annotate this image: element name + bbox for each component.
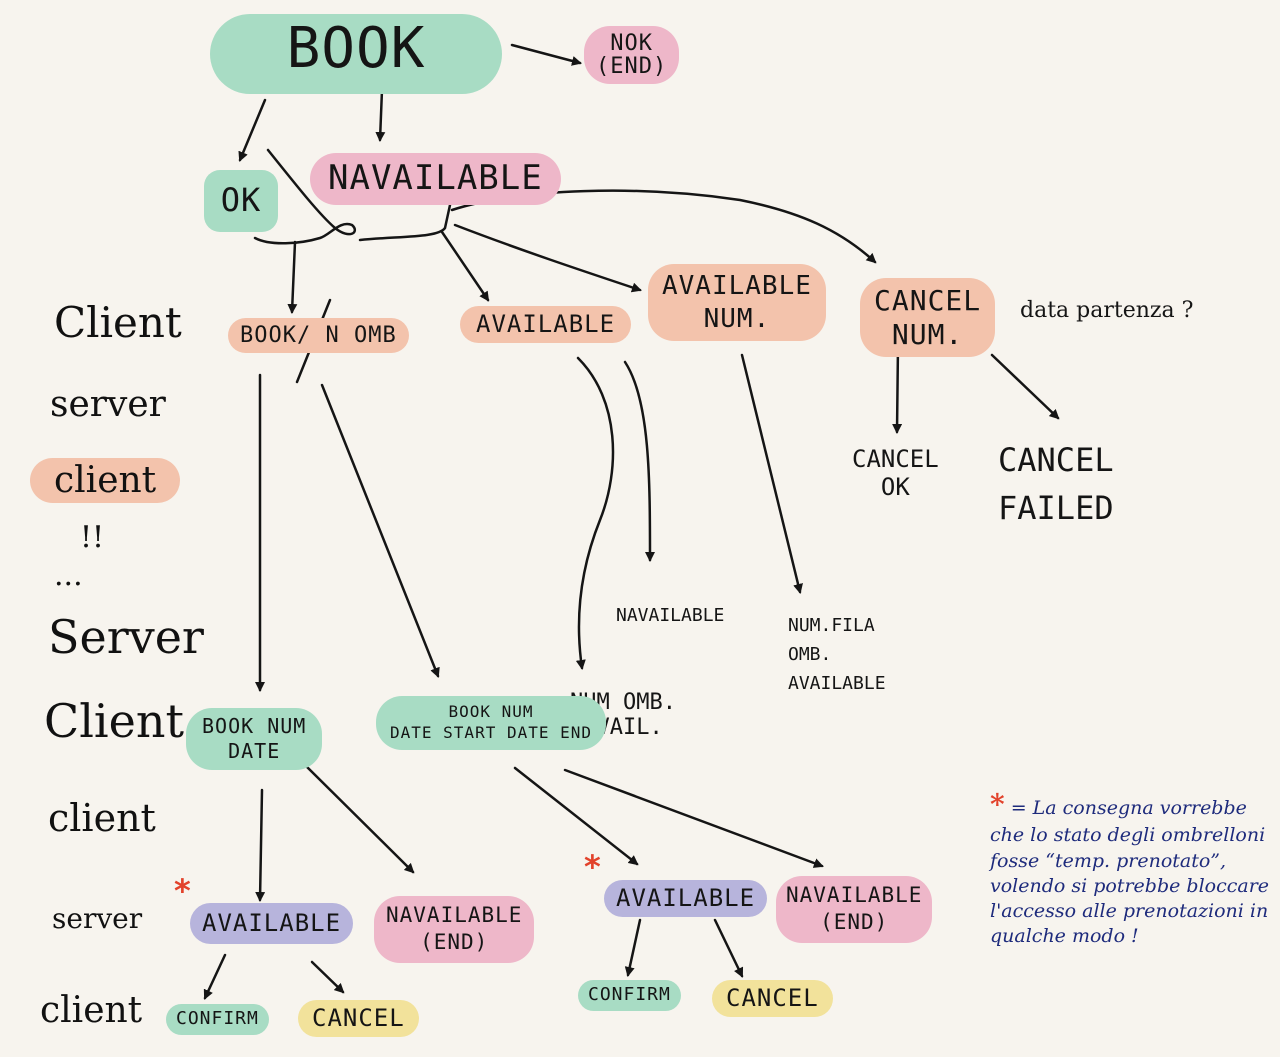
connector-loop (253, 148, 357, 245)
node-book-n-omb: BOOK/ N OMB (228, 318, 409, 354)
arrow-date-to-navailable (303, 763, 415, 874)
node-navailable-end-right: NAVAILABLE (END) (776, 876, 933, 943)
arrow-available-to-confirm-right (624, 918, 642, 977)
node-cancel-failed: CANCEL FAILED (998, 441, 1114, 527)
node-nok-end: NOK (END) (584, 26, 680, 85)
node-navailable-top: NAVAILABLE (310, 153, 561, 205)
star-marker-right: * (584, 848, 601, 886)
arrow-range-to-navailable (563, 768, 824, 868)
row-label-bangs: !! (80, 520, 105, 555)
row-label-dots: ... (54, 558, 83, 593)
arrow-to-available-num (453, 223, 642, 293)
node-book-num-range: BOOK NUM DATE START DATE END (376, 696, 607, 750)
node-cancel-right: CANCEL (712, 980, 833, 1018)
arrow-available-to-cancel-left (310, 960, 345, 994)
side-note: * = La consegna vorrebbe che lo stato de… (990, 786, 1270, 950)
node-cancel-num: CANCEL NUM. (860, 278, 996, 358)
node-available-right: AVAILABLE (604, 880, 768, 918)
node-available-num: AVAILABLE NUM. (648, 264, 826, 341)
row-label-client-2: client (30, 458, 181, 503)
arrow-available-to-cancel-right (713, 918, 744, 978)
node-navailable-mid: NAVAILABLE (616, 605, 725, 626)
row-label-server-3: server (52, 902, 143, 935)
node-available: AVAILABLE (460, 306, 632, 344)
note-star-icon: * (990, 788, 1005, 821)
node-cancel-left: CANCEL (298, 1000, 419, 1038)
row-label-client-4: client (48, 796, 156, 840)
note-text: = La consegna vorrebbe che lo stato degl… (990, 797, 1270, 948)
arrow-available-to-confirm-left (203, 953, 227, 1000)
arrow-range-to-available (513, 766, 639, 866)
row-label-server-2: Server (48, 610, 204, 664)
node-confirm-left: CONFIRM (166, 1004, 269, 1035)
node-navailable-end-left: NAVAILABLE (END) (374, 896, 535, 963)
connector-bracket (358, 203, 452, 242)
arrow-book-to-navailable (375, 88, 386, 142)
node-book: BOOK (210, 14, 502, 94)
row-label-server-1: server (50, 384, 166, 425)
star-marker-left: * (174, 872, 191, 910)
node-ok: OK (204, 170, 278, 232)
arrow-to-book-n-omb (287, 240, 298, 314)
node-cancel-ok: CANCEL OK (852, 445, 939, 501)
row-label-client-5: client (40, 990, 143, 1031)
arrow-to-cancel-ok (892, 343, 903, 434)
node-book-num-date: BOOK NUM DATE (186, 708, 323, 770)
node-num-fila: NUM.FILA OMB. AVAILABLE (788, 615, 886, 694)
arrow-date-to-available (255, 788, 266, 902)
label-data-partenza: data partenza ? (1020, 298, 1194, 323)
arrow-to-book-num-range (320, 383, 440, 678)
arrow-to-available (440, 230, 490, 302)
arrow-book-to-ok (238, 98, 267, 162)
node-confirm-right: CONFIRM (578, 980, 681, 1011)
node-available-left: AVAILABLE (190, 903, 354, 945)
arrow-to-cancel-failed (990, 353, 1060, 420)
arrow-to-navailable-mid (623, 360, 655, 562)
row-label-client-1: Client (54, 298, 182, 347)
arrow-to-num-omb-avail (575, 356, 615, 670)
row-label-client-3: Client (44, 694, 184, 748)
arrow-to-num-fila (740, 353, 803, 594)
arrow-book-to-nok (510, 43, 582, 66)
